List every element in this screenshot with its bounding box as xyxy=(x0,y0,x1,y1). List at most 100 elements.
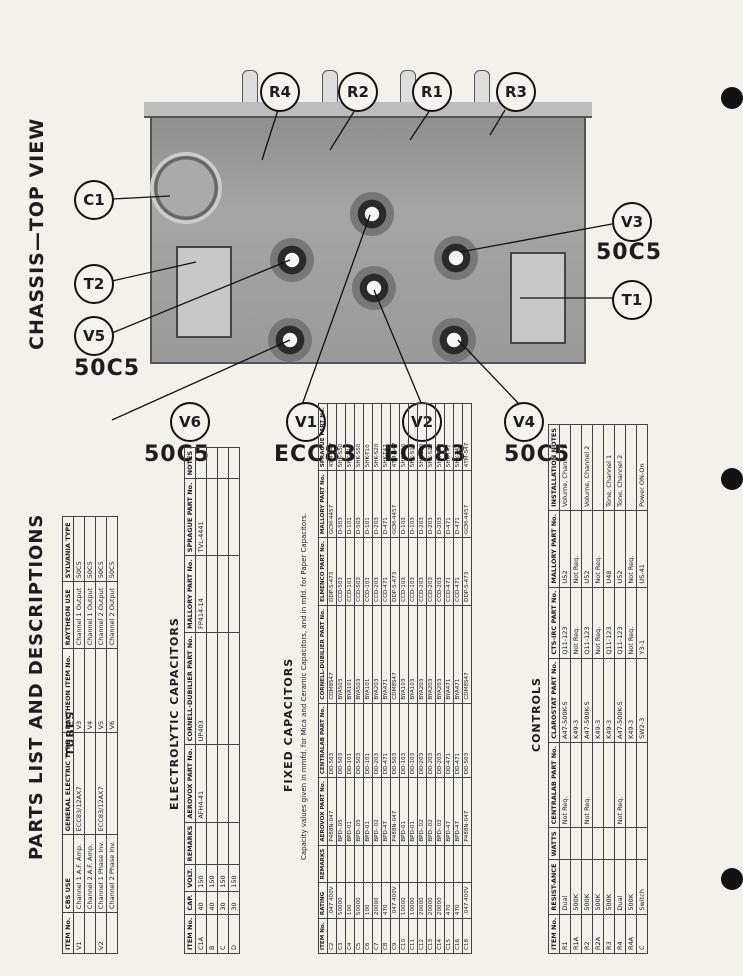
tube-socket-v5 xyxy=(270,238,314,282)
table-cell: CCD-503 xyxy=(354,537,364,606)
table-cell: BYA103 xyxy=(399,605,409,704)
table-header: INSTALLATION NOTES xyxy=(548,424,560,511)
table-cell: D-503 xyxy=(354,470,364,538)
table-cell: R3 xyxy=(603,914,615,954)
table-cell: DD-503 xyxy=(327,703,337,778)
table-cell: 50C5 xyxy=(73,516,85,582)
table-cell: P488N-047 xyxy=(327,777,337,846)
table-cell xyxy=(592,742,604,828)
table-cell: U52 xyxy=(559,510,571,588)
table-cell: Not Req. xyxy=(625,587,637,659)
table-cell: Channel 1 Output xyxy=(73,581,85,649)
table-cell: 30 xyxy=(228,891,240,915)
table-cell: Dual xyxy=(559,860,571,915)
table-cell: 100 xyxy=(345,882,355,919)
table-cell: 470 xyxy=(381,882,391,919)
table-cell: 5HK-S50 xyxy=(354,403,364,471)
table-cell: ECC83/12AX7 xyxy=(95,732,107,835)
table-header: AEROVOX PART No. xyxy=(184,744,196,823)
table-header: SPRAGUE PART No. xyxy=(318,403,328,471)
table-header: REMARKS xyxy=(184,822,196,865)
table-header: CORNELL-DUBILIER PART No. xyxy=(318,605,328,704)
table-cell: BPD-.05 xyxy=(354,777,364,846)
table-cell xyxy=(636,827,648,860)
table-cell: C7 xyxy=(372,918,382,954)
fixed-note-wrap: Capacity values given in mmfd. for Mica … xyxy=(300,480,308,860)
table-cell: K49-3 xyxy=(625,658,637,743)
table-cell: 5HK-T10 xyxy=(363,403,373,471)
table-cell: R4A xyxy=(625,914,637,954)
table-cell: R4 xyxy=(614,914,626,954)
table-cell xyxy=(636,742,648,828)
table-cell: A47-500K-S xyxy=(614,658,626,743)
table-cell xyxy=(206,822,218,865)
table-cell: 5HK-S20 xyxy=(426,403,436,471)
table-cell: C2 xyxy=(327,918,337,954)
table-cell xyxy=(206,555,218,633)
table-cell: 50C5 xyxy=(95,516,107,582)
table-cell xyxy=(559,827,571,860)
table-header: WATTS xyxy=(548,827,560,860)
parts-list-title: PARTS LIST AND DESCRIPTIONS xyxy=(26,513,47,860)
table-header: ITEM No. xyxy=(184,914,196,954)
table-header: MALLORY PART No. xyxy=(184,555,196,633)
table-cell: DDP-S-473 xyxy=(462,537,472,606)
table-cell: CCD-203 xyxy=(372,537,382,606)
table-cell: V2 xyxy=(95,912,107,954)
table-cell xyxy=(399,845,409,883)
table-cell: Y3-1 xyxy=(636,587,648,659)
table-cell xyxy=(363,845,373,883)
table-cell: 50C5 xyxy=(84,516,96,582)
callout-r4: R4 xyxy=(260,72,300,112)
table-cell: 470 xyxy=(453,882,463,919)
table-cell: 100 xyxy=(363,882,373,919)
table-cell xyxy=(217,555,229,633)
table-cell: BPD-.02 xyxy=(372,777,382,846)
table-cell: FP414-14 xyxy=(195,555,207,633)
table-header: CTS-IRC PART No. xyxy=(548,587,560,659)
table-cell: D-203 xyxy=(417,470,427,538)
table-cell: CCD-203 xyxy=(426,537,436,606)
table-cell xyxy=(408,845,418,883)
table-cell xyxy=(570,827,582,860)
table-cell xyxy=(592,827,604,860)
callout-r3: R3 xyxy=(496,72,536,112)
callout-v6: V6 xyxy=(170,402,210,442)
table-cell: 5HK-T47 xyxy=(381,403,391,471)
table-cell: CCD-471 xyxy=(453,537,463,606)
table-cell: 150 xyxy=(217,864,229,892)
table-cell: 20000 xyxy=(426,882,436,919)
table-cell xyxy=(462,845,472,883)
tube-socket-v4 xyxy=(432,318,476,362)
table-cell: 150 xyxy=(195,864,207,892)
table-cell: Volume, Channel 2 xyxy=(581,424,593,511)
table-cell: 4TM-S47 xyxy=(462,403,472,471)
table-cell: DD-203 xyxy=(426,703,436,778)
table-cell: 5HK-S10 xyxy=(408,403,418,471)
table-cell xyxy=(217,632,229,745)
table-cell xyxy=(206,447,218,479)
table-cell: .047 400V xyxy=(327,882,337,919)
table-cell: DD-471 xyxy=(444,703,454,778)
table-cell: V4 xyxy=(84,648,96,733)
table-cell xyxy=(625,424,637,511)
table-cell: D-203 xyxy=(426,470,436,538)
table-header: ITEM No. xyxy=(548,914,560,954)
table-cell: BPD-.05 xyxy=(336,777,346,846)
table-header: AEROVOX PART No. xyxy=(318,777,328,846)
table-header: REMARKS xyxy=(318,845,328,883)
controls-title: CONTROLS xyxy=(530,677,543,752)
binder-hole-top xyxy=(721,87,743,109)
table-cell: CCD-103 xyxy=(399,537,409,606)
table-cell: DD-471 xyxy=(381,703,391,778)
table-cell: C12 xyxy=(417,918,427,954)
